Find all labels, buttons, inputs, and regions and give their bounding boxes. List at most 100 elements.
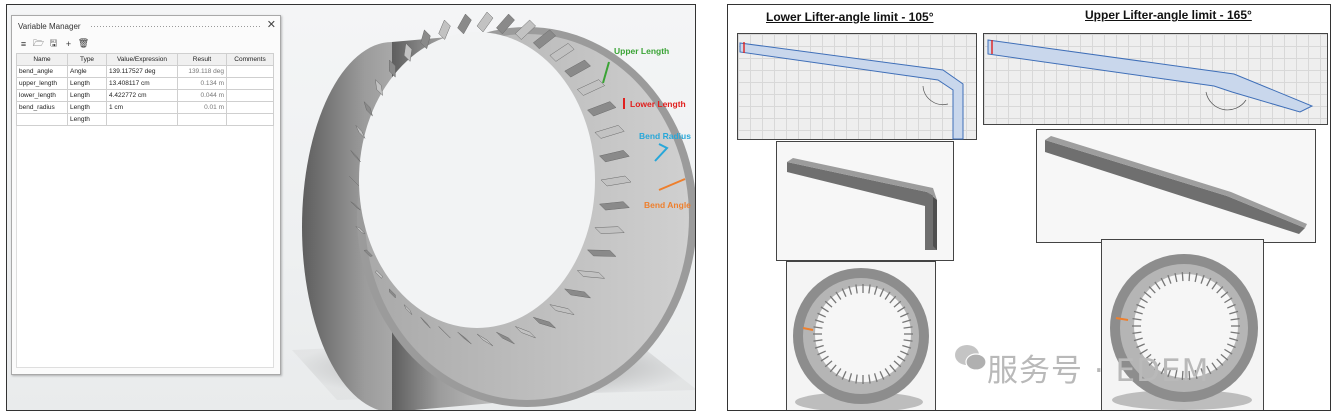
drum-lifter-tooth — [1211, 362, 1218, 371]
lifter-plate — [375, 270, 384, 279]
cell-type[interactable]: Length — [67, 113, 107, 126]
column-header-result[interactable]: Result — [177, 53, 227, 66]
drum-lifter-tooth — [903, 339, 913, 342]
add-icon[interactable]: + — [65, 38, 72, 49]
lifters-group — [348, 11, 632, 347]
lifter-plate — [564, 59, 591, 78]
lifter-plate — [348, 175, 360, 187]
drum-lifter-tooth — [1139, 297, 1148, 304]
cell-comments[interactable] — [226, 113, 274, 126]
lifter-plate — [476, 11, 494, 33]
annotation-overlay — [602, 61, 686, 191]
cell-name[interactable]: lower_length — [16, 89, 68, 102]
drum-lifter-tooth — [1133, 310, 1143, 315]
drum-lifter-tooth — [848, 373, 853, 383]
open-folder-icon[interactable]: 🗁 — [32, 37, 45, 48]
table-row[interactable]: upper_length Length 13.408117 cm 0.134 m — [16, 77, 274, 90]
lower-sketch-view — [737, 33, 977, 140]
cell-comments[interactable] — [226, 77, 274, 90]
drum-lifter-tooth — [813, 339, 823, 342]
drum-lifter-tooth — [1224, 297, 1233, 304]
bend-radius-label: Bend Radius — [639, 131, 691, 141]
upper-drum-svg — [1110, 254, 1258, 410]
drum-lifter-tooth — [1220, 291, 1229, 299]
drum-lifter-tooth — [1154, 281, 1161, 290]
drum-lifter-tooth — [893, 360, 902, 368]
drum-lifter-tooth — [820, 355, 829, 362]
drum-lifter-tooth — [1160, 277, 1166, 287]
cell-name[interactable]: upper_length — [16, 77, 68, 90]
lifter-plate — [515, 326, 536, 339]
drum-lifter-tooth — [829, 364, 837, 373]
drum-lifter-tooth — [884, 368, 891, 377]
column-header-value[interactable]: Value/Expression — [106, 53, 178, 66]
cell-name[interactable]: bend_angle — [16, 65, 68, 78]
drum-lifter-tooth — [1200, 368, 1205, 378]
upper-sketch-view — [983, 33, 1328, 125]
watermark-text: 服务号 · EDEM — [987, 353, 1210, 389]
lifter-plate — [496, 331, 515, 345]
drum-lifter-tooth — [1220, 353, 1229, 361]
cell-comments[interactable] — [226, 89, 274, 102]
lifter-plate — [403, 42, 413, 62]
lifter-plate — [549, 304, 575, 316]
table-row[interactable]: bend_radius Length 1 cm 0.01 m — [16, 101, 274, 114]
upper-lifter-3d-view — [1036, 129, 1316, 243]
drum-lifter-tooth — [873, 373, 878, 383]
table-row[interactable]: Length — [16, 113, 274, 126]
drum-lifter-tooth — [889, 364, 897, 373]
drum-lifter-tooth — [1154, 362, 1161, 371]
lifter-plate — [598, 150, 630, 163]
drum-lifter-tooth — [1167, 274, 1172, 284]
lifter-plate — [594, 226, 625, 234]
cell-value[interactable]: 4.422772 cm — [106, 89, 178, 102]
close-icon[interactable]: ✕ — [266, 19, 276, 31]
list-icon[interactable]: ≡ — [20, 38, 27, 49]
variable-manager-window: Variable Manager ✕ ≡ 🗁 🖫 + 🗑 Name Type V… — [11, 15, 281, 375]
column-header-type[interactable]: Type — [67, 53, 107, 66]
drum-lifter-tooth — [1136, 303, 1145, 309]
drum-lifter-tooth — [1148, 286, 1156, 294]
lifter-plate — [420, 29, 431, 50]
cell-type[interactable]: Angle — [67, 65, 107, 78]
cell-value[interactable]: 139.117527 deg — [106, 65, 178, 78]
cell-value[interactable]: 1 cm — [106, 101, 178, 114]
cell-value[interactable]: 13.408117 cm — [106, 77, 178, 90]
table-row[interactable]: bend_angle Angle 139.117527 deg 139.118 … — [16, 65, 274, 78]
cad-viewport-panel: Upper Length Lower Length Bend Radius Be… — [6, 4, 696, 411]
delete-icon[interactable]: 🗑 — [77, 38, 90, 48]
drum-lifter-tooth — [1200, 274, 1205, 284]
drum-lifter-tooth — [900, 350, 909, 356]
lifter-plate — [587, 101, 617, 117]
drum-lifter-tooth — [1167, 368, 1172, 378]
cell-comments[interactable] — [226, 101, 274, 114]
cell-type[interactable]: Length — [67, 101, 107, 114]
drum-lifter-tooth — [813, 326, 823, 329]
drum-lifter-tooth — [829, 295, 837, 304]
cell-name[interactable]: bend_radius — [16, 101, 68, 114]
lifter-plate — [420, 317, 431, 329]
drag-grip[interactable] — [90, 25, 260, 28]
lifter-plate — [576, 270, 606, 279]
cell-type[interactable]: Length — [67, 77, 107, 90]
cell-name[interactable] — [16, 113, 68, 126]
lifter-plate — [363, 249, 374, 257]
drum-lifter-tooth — [1174, 369, 1178, 380]
save-icon[interactable]: 🖫 — [49, 37, 58, 48]
lifter-plate — [600, 175, 632, 187]
table-row[interactable]: lower_length Length 4.422772 cm 0.044 m — [16, 89, 274, 102]
cell-result: 0.01 m — [177, 101, 227, 114]
cell-comments[interactable] — [226, 65, 274, 78]
wechat-icon — [955, 345, 986, 371]
drum-lifter-tooth — [1206, 365, 1212, 375]
column-header-comments[interactable]: Comments — [226, 53, 274, 66]
drum-lifter-tooth — [893, 300, 902, 308]
column-header-name[interactable]: Name — [16, 53, 68, 66]
variable-table: Name Type Value/Expression Result Commen… — [16, 53, 274, 126]
drum-3d-model — [292, 11, 695, 410]
lifter-plate — [457, 331, 472, 345]
cell-value[interactable] — [106, 113, 178, 126]
lifter-plate — [514, 19, 537, 40]
cell-type[interactable]: Length — [67, 89, 107, 102]
drum-lifter-tooth — [879, 288, 885, 297]
